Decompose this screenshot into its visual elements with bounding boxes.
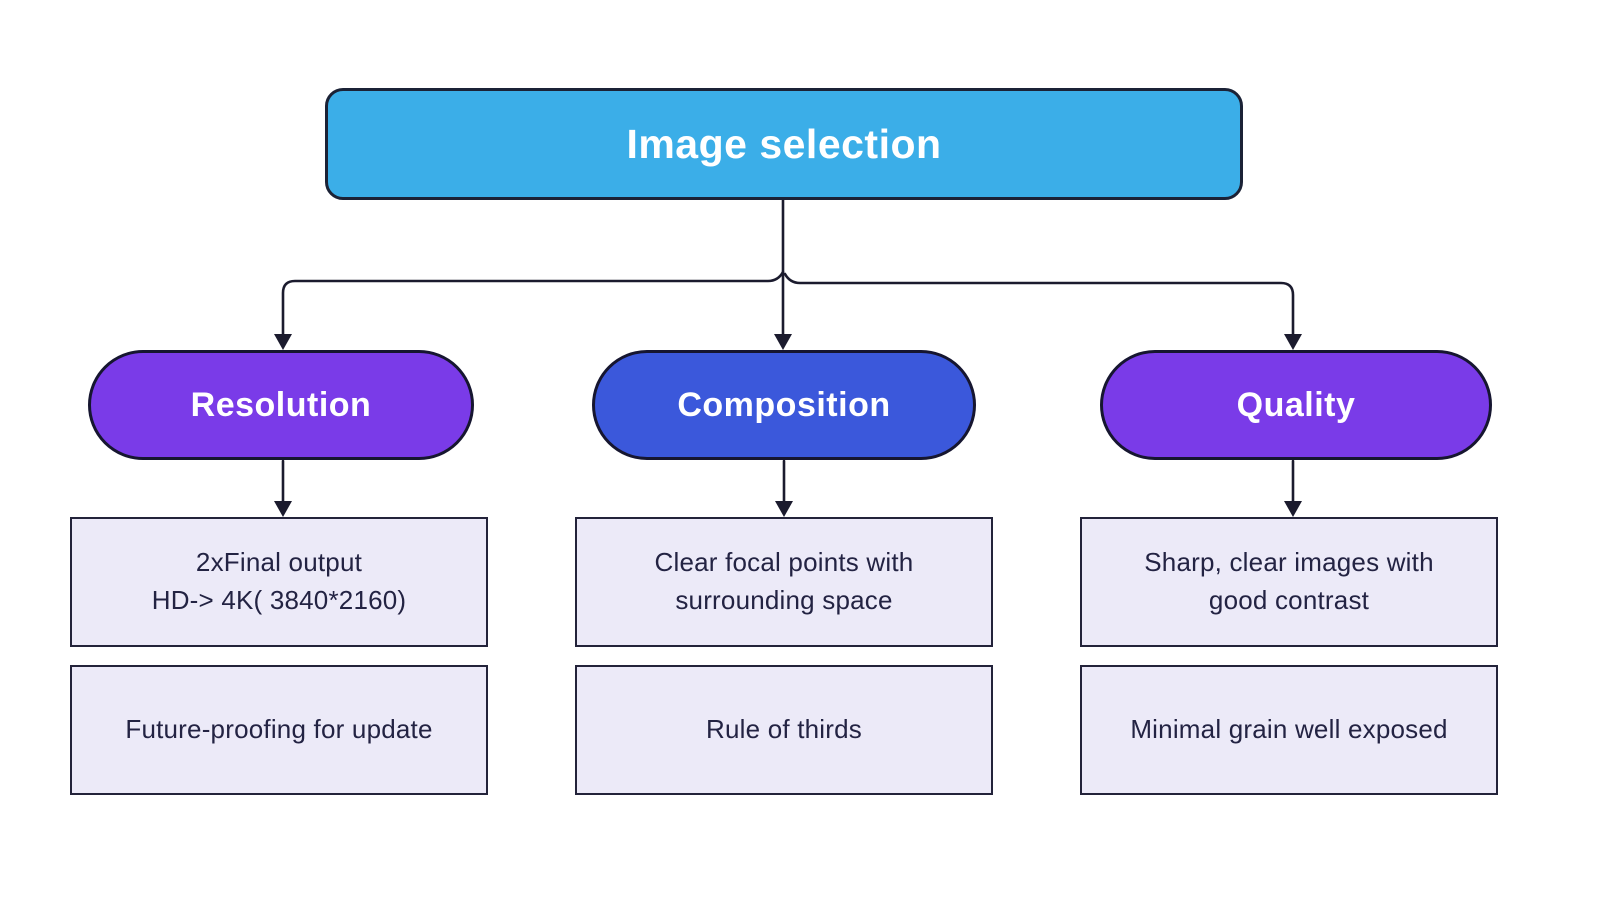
arrowhead-composition-leaf	[775, 501, 793, 517]
arrowhead-resolution	[274, 334, 292, 350]
leaf-text-line: Sharp, clear images with	[1144, 547, 1434, 578]
arrowhead-resolution-leaf	[274, 501, 292, 517]
leaf-text-line: Future-proofing for update	[125, 714, 433, 745]
leaf-resolution-output: 2xFinal output HD-> 4K( 3840*2160)	[70, 517, 488, 647]
leaf-text-line: good contrast	[1208, 585, 1370, 615]
leaf-resolution-future-proofing: Future-proofing for update	[70, 665, 488, 795]
leaf-text-line: Minimal grain well exposed	[1130, 714, 1448, 745]
leaf-text-line: Clear focal points with	[654, 547, 914, 578]
leaf-composition-rule-of-thirds: Rule of thirds	[575, 665, 993, 795]
leaf-text-line: HD-> 4K( 3840*2160)	[151, 585, 407, 615]
branch-node-resolution: Resolution	[88, 350, 474, 460]
arrowhead-quality-leaf	[1284, 501, 1302, 517]
leaf-composition-focal-points: Clear focal points with surrounding spac…	[575, 517, 993, 647]
leaf-quality-sharp-images: Sharp, clear images with good contrast	[1080, 517, 1498, 647]
leaf-text-line: surrounding space	[675, 585, 893, 615]
branch-node-label: Composition	[677, 385, 891, 424]
arrowhead-quality	[1284, 334, 1302, 350]
leaf-quality-minimal-grain: Minimal grain well exposed	[1080, 665, 1498, 795]
branch-node-label: Quality	[1236, 385, 1356, 424]
root-node-image-selection: Image selection	[325, 88, 1243, 200]
arrowhead-composition	[774, 334, 792, 350]
branch-node-label: Resolution	[190, 385, 372, 424]
branch-node-composition: Composition	[592, 350, 976, 460]
branch-node-quality: Quality	[1100, 350, 1492, 460]
leaf-text-line: Rule of thirds	[706, 714, 862, 745]
root-node-label: Image selection	[626, 120, 942, 167]
leaf-text-line: 2xFinal output	[195, 547, 363, 578]
connector-rail-right	[783, 272, 1295, 340]
connector-rail-left	[281, 270, 785, 340]
